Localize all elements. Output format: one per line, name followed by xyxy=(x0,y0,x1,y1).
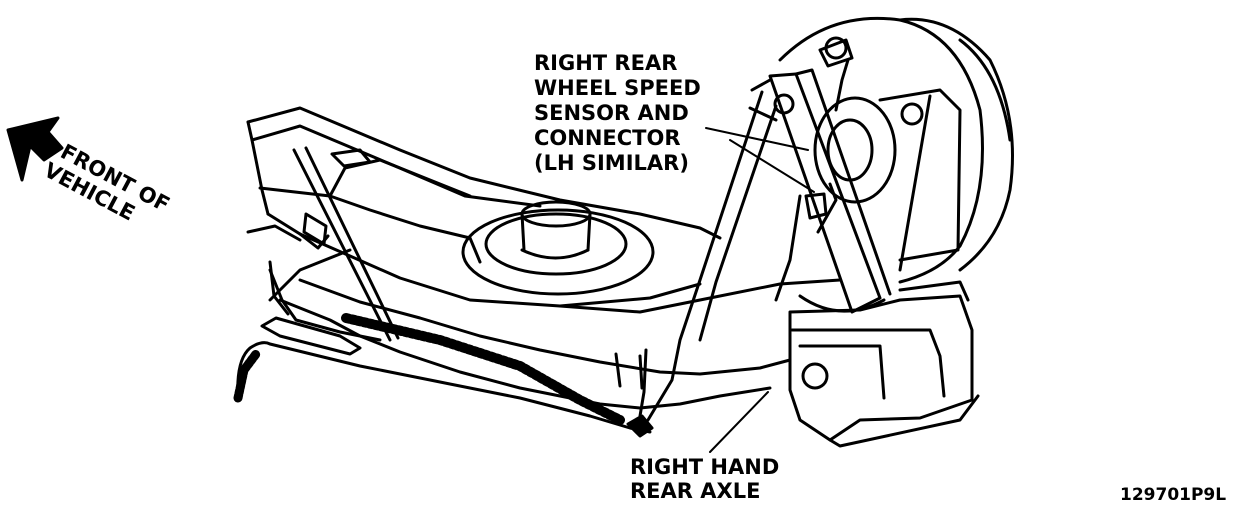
sensor-label-line1: RIGHT REAR xyxy=(534,51,677,75)
axle-label-line2: REAR AXLE xyxy=(630,479,760,503)
sensor-label-line4: CONNECTOR xyxy=(534,126,681,150)
axle-beam xyxy=(278,278,842,410)
axle-label-line1: RIGHT HAND xyxy=(630,455,779,479)
sensor-label-line2: WHEEL SPEED xyxy=(534,76,701,100)
axle-frame xyxy=(246,106,722,308)
axle-mount-bracket xyxy=(788,280,980,448)
shock-absorber xyxy=(646,68,892,422)
front-direction-arrow-icon xyxy=(6,116,64,182)
sensor-wiring-harness xyxy=(233,58,850,438)
sensor-callout-label: RIGHT REAR WHEEL SPEED SENSOR AND CONNEC… xyxy=(534,51,701,175)
sensor-label-line5: (LH SIMILAR) xyxy=(534,151,689,175)
rear-axle-callout-label: RIGHT HAND REAR AXLE xyxy=(630,455,779,503)
figure-code: 129701P9L xyxy=(1120,485,1226,505)
sensor-label-line3: SENSOR AND xyxy=(534,101,689,125)
front-of-vehicle-label: FRONT OF VEHICLE xyxy=(40,139,174,225)
leader-lines xyxy=(705,127,815,453)
wheel-hub-drum xyxy=(773,16,1014,284)
spring-seat xyxy=(461,200,655,296)
